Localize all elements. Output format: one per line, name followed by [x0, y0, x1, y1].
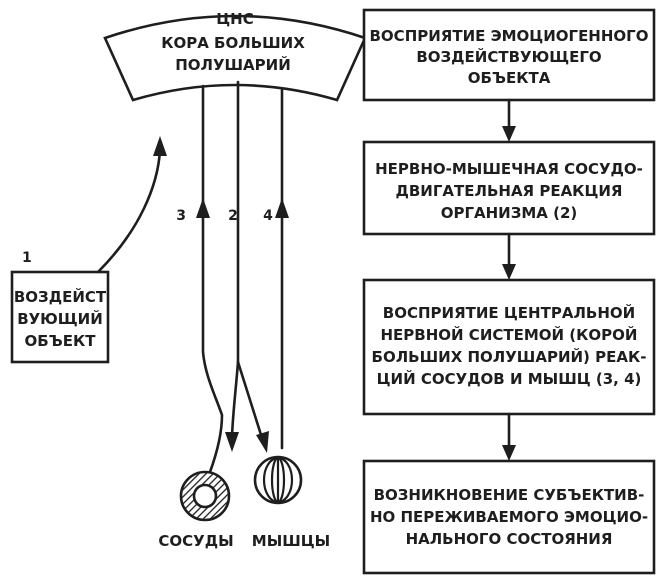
step-3-line-2: НЕРВНОЙ СИСТЕМОЙ (КОРОЙ — [381, 325, 638, 344]
arrow-step-1-to-2 — [502, 98, 516, 142]
step-2-line-3: ОРГАНИЗМА (2) — [441, 204, 578, 222]
step-3-line-3: БОЛЬШИХ ПОЛУШАРИЙ) РЕАК- — [372, 347, 647, 366]
step-1-line-2: ВОЗДЕЙСТВУЮЩЕГО — [416, 47, 601, 66]
step-3: ВОСПРИЯТИЕ ЦЕНТРАЛЬНОЙ НЕРВНОЙ СИСТЕМОЙ … — [362, 278, 656, 416]
step-4-box — [362, 459, 656, 575]
cns-cortex-block: ЦНС КОРА БОЛЬШИХ ПОЛУШАРИЙ — [103, 10, 367, 102]
step-4-line-2: НО ПЕРЕЖИВАЕМОГО ЭМОЦИО- — [370, 508, 648, 526]
object-line-2: ВУЮЩИЙ — [17, 309, 103, 328]
step-1-line-1: ВОСПРИЯТИЕ ЭМОЦИОГЕННОГО — [370, 27, 649, 45]
object-number: 1 — [22, 250, 32, 266]
path-label-2: 2 — [228, 208, 238, 224]
vessels-icon — [179, 470, 231, 522]
arrow-step-3-to-4 — [502, 412, 516, 461]
cns-line-1: КОРА БОЛЬШИХ — [161, 34, 305, 52]
cns-line-2: ПОЛУШАРИЙ — [175, 55, 291, 74]
object-block: 1 ВОЗДЕЙСТ ВУЮЩИЙ ОБЪЕКТ — [10, 250, 110, 364]
arrow-head-2a — [225, 432, 239, 452]
step-4: ВОЗНИКНОВЕНИЕ СУБЪЕКТИВ- НО ПЕРЕЖИВАЕМОГ… — [362, 459, 656, 575]
path-3-vessels-to-cns: 3 — [176, 84, 224, 474]
cns-title: ЦНС — [216, 10, 253, 28]
step-4-line-1: ВОЗНИКНОВЕНИЕ СУБЪЕКТИВ- — [374, 486, 645, 504]
path-2-cns-to-targets: 2 — [225, 80, 269, 453]
arrow-head-4 — [275, 198, 289, 218]
path-label-3: 3 — [176, 208, 186, 224]
arrow-head-2b — [256, 431, 269, 453]
object-line-1: ВОЗДЕЙСТ — [14, 287, 107, 306]
arrow-head-1 — [153, 136, 167, 156]
arrow-step-2-to-3 — [502, 232, 516, 280]
step-1-box — [362, 8, 656, 102]
arrow-head-3 — [196, 198, 210, 218]
arrow-object-to-cns — [96, 136, 167, 274]
object-box — [10, 270, 110, 364]
muscles-icon — [253, 455, 303, 505]
step-3-line-1: ВОСПРИЯТИЕ ЦЕНТРАЛЬНОЙ — [383, 303, 635, 322]
object-line-3: ОБЪЕКТ — [24, 332, 96, 350]
label-muscles: МЫШЦЫ — [252, 532, 330, 550]
step-4-line-3: НАЛЬНОГО СОСТОЯНИЯ — [406, 530, 613, 548]
step-2-line-1: НЕРВНО-МЫШЕЧНАЯ СОСУДО- — [375, 160, 643, 178]
step-2-line-2: ДВИГАТЕЛЬНАЯ РЕАКЦИЯ — [396, 182, 623, 200]
step-3-box — [362, 278, 656, 416]
path-4-muscles-to-cns: 4 — [263, 88, 289, 450]
label-vessels: СОСУДЫ — [158, 532, 233, 550]
step-1: ВОСПРИЯТИЕ ЭМОЦИОГЕННОГО ВОЗДЕЙСТВУЮЩЕГО… — [362, 8, 656, 102]
step-2: НЕРВНО-МЫШЕЧНАЯ СОСУДО- ДВИГАТЕЛЬНАЯ РЕА… — [362, 140, 656, 236]
step-3-line-4: ЦИЙ СОСУДОВ И МЫШЦ (3, 4) — [377, 369, 642, 388]
path-label-4: 4 — [263, 208, 273, 224]
step-1-line-3: ОБЪЕКТА — [468, 69, 551, 87]
